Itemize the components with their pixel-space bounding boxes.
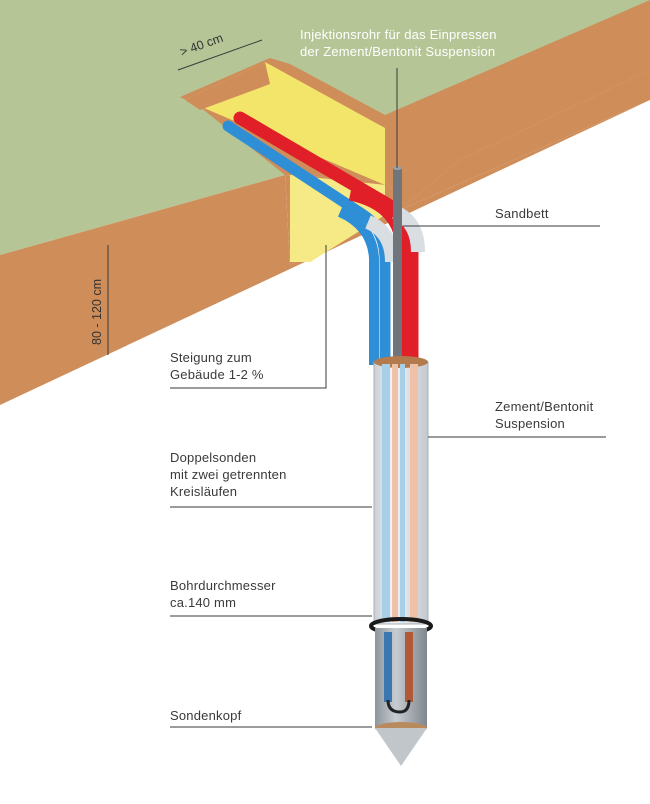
bore-diameter-line1: Bohrdurchmesser (170, 578, 276, 593)
probe-head-line1: Sondenkopf (170, 708, 242, 723)
injection-label-line2: der Zement/Bentonit Suspension (300, 44, 496, 59)
injection-label-line1: Injektionsrohr für das Einpressen (300, 27, 497, 42)
slope-label-line2: Gebäude 1-2 % (170, 367, 264, 382)
bore-diameter-label: Bohrdurchmesser ca.140 mm (170, 577, 276, 611)
slope-label-line1: Steigung zum (170, 350, 252, 365)
double-probes-line2: mit zwei getrennten (170, 467, 287, 482)
sandbed-label-line1: Sandbett (495, 206, 549, 221)
soil-right-face (385, 0, 650, 205)
double-probes-label: Doppelsonden mit zwei getrennten Kreislä… (170, 449, 287, 500)
cement-label-line1: Zement/Bentonit (495, 399, 594, 414)
sandbed-label: Sandbett (495, 205, 549, 222)
elbow-1 (364, 215, 399, 263)
blue-pipe-inner (382, 364, 390, 622)
red-pipe-inner (410, 364, 418, 622)
cement-label-line2: Suspension (495, 416, 565, 431)
double-probes-line1: Doppelsonden (170, 450, 257, 465)
injection-pipe (393, 168, 402, 368)
injection-pipe-label: Injektionsrohr für das Einpressen der Ze… (300, 26, 497, 60)
double-probes-line3: Kreisläufen (170, 484, 238, 499)
leader-lines (107, 39, 606, 728)
bore-diameter-line2: ca.140 mm (170, 595, 237, 610)
trench-wall-back (185, 62, 270, 110)
trench-depth-label: 80 - 120 cm (90, 278, 104, 345)
probe-head-tip (375, 728, 427, 766)
cement-label: Zement/Bentonit Suspension (495, 398, 593, 432)
blue-pipe-2 (337, 207, 379, 365)
soil-front (0, 0, 650, 405)
slope-label: Steigung zum Gebäude 1-2 % (170, 349, 264, 383)
probe-head-label: Sondenkopf (170, 707, 241, 724)
